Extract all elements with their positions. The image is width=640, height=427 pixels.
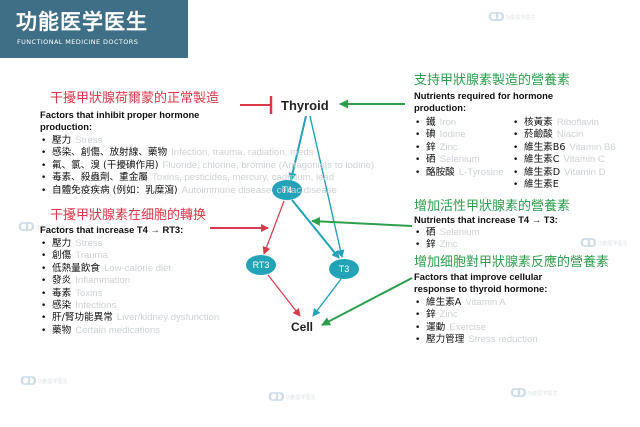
inhibit-panel: 干擾甲狀腺荷爾蒙的正常製造: [50, 91, 219, 106]
arrow-t4-t3: [291, 199, 340, 259]
response-subtitle: Factors that improve cellular: [414, 271, 543, 282]
inhibit-title: 干擾甲狀腺荷爾蒙的正常製造: [50, 91, 220, 106]
inhibit-body: Factors that inhibit proper hormone prod…: [40, 109, 374, 197]
response-panel: 增加细胞對甲狀腺素反應的營養素: [414, 255, 609, 270]
response-title: 增加细胞對甲狀腺素反應的營養素: [414, 255, 610, 270]
support-subtitle: Nutrients required for hormone: [414, 90, 554, 101]
support-subtitle-2: production:: [414, 102, 467, 113]
increase-subtitle: Nutrients that increase T4 → T3:: [414, 214, 558, 225]
arrow-response-cell: [321, 277, 413, 326]
convert-panel: 干擾甲狀腺素在细胞的轉换: [50, 208, 206, 223]
increase-title: 增加活性甲狀腺素的營養素: [414, 199, 571, 214]
t3-node: T3: [329, 259, 359, 279]
convert-title: 干擾甲狀腺素在细胞的轉换: [50, 208, 207, 223]
rt3-node: RT3: [246, 255, 276, 275]
arrow-increase-t4: [311, 216, 413, 227]
increase-body: Nutrients that increase T4 → T3: 硒Seleni…: [414, 214, 558, 252]
cell-label: Cell: [291, 320, 314, 334]
list-item: 氟、氯、溴 (干擾碘作用)Fluoride, chlorine, bromine…: [40, 160, 374, 173]
brand-logo: 功能医学医生 FUNCTIONAL MEDICINE DOCTORS: [0, 0, 188, 58]
convert-subtitle: Factors that increase T4 → RT3:: [40, 224, 184, 235]
increase-panel: 增加活性甲狀腺素的營養素: [414, 199, 570, 214]
list-item: 維生素E: [512, 179, 616, 192]
convert-body: Factors that increase T4 → RT3: 壓力Stress…: [40, 224, 219, 338]
response-body: Factors that improve cellular response t…: [414, 271, 547, 347]
inhibit-subtitle: Factors that inhibit proper hormone: [40, 109, 200, 120]
inhibit-subtitle-2: production:: [40, 121, 93, 132]
inhibit-tbar: [240, 96, 273, 114]
support-panel: 支持甲狀腺素製造的營養素: [414, 73, 570, 88]
list-item: 自體免疫疾病 (例如：乳糜瀉)Autoimmune disease, celia…: [40, 185, 374, 198]
thyroid-label: Thyroid: [281, 98, 329, 113]
support-title: 支持甲狀腺素製造的營養素: [414, 73, 571, 88]
arrow-rt3-cell: [267, 274, 301, 317]
response-subtitle-2: response to thyroid hormone:: [414, 283, 548, 294]
brand-subtitle: FUNCTIONAL MEDICINE DOCTORS: [17, 38, 139, 46]
arrow-t3-cell: [312, 278, 342, 317]
support-body: Nutrients required for hormone productio…: [414, 90, 553, 114]
arrow-t4-rt3: [262, 200, 285, 255]
brand-title: 功能医学医生: [16, 10, 148, 34]
